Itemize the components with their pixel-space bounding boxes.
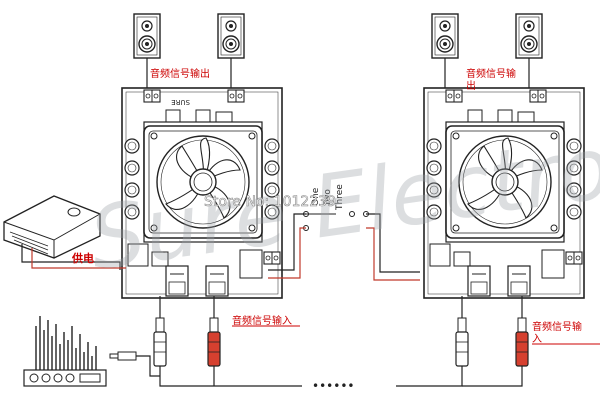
channel-three-label: Three [335, 184, 345, 211]
store-watermark: Store No: 1012239 [204, 194, 336, 210]
left-speaker-1 [133, 13, 161, 59]
left-speaker-2 [217, 13, 245, 59]
audio-output-label-right: 音频信号输 [466, 67, 516, 80]
right-speaker-1 [431, 13, 459, 59]
player-controls-icon [29, 373, 101, 383]
audio-source-device [23, 316, 160, 387]
rca-plug-white-left [153, 317, 167, 367]
equalizer-bars-icon [35, 316, 97, 370]
brand-label-left: SURE [171, 98, 190, 106]
rca-plug-white-right [455, 317, 469, 367]
channel-two-label: Two [323, 189, 333, 207]
audio-input-label-right: 音频信号输 [532, 320, 582, 333]
right-speaker-2 [515, 13, 543, 59]
audio-jack-icon [109, 351, 160, 377]
audio-output-label-right-tail: 出 [466, 79, 476, 92]
rca-plug-red-right [515, 317, 529, 367]
right-amplifier-set: 音频信号输 出 音频信号输 入 [424, 13, 600, 367]
continuation-dots: •••••• [312, 379, 354, 393]
power-supply-label: 供电 [71, 251, 94, 265]
left-amplifier-set: SURE 音频信号输出 音频信号输入 [122, 13, 300, 367]
power-supply: 供电 [3, 195, 126, 270]
audio-output-label-left: 音频信号输出 [150, 67, 210, 80]
audio-input-label-right-tail: 入 [532, 334, 542, 345]
audio-input-label-left: 音频信号输入 [232, 314, 292, 327]
rca-plug-red-left [207, 317, 221, 367]
channel-selector: One Two Three [268, 184, 420, 281]
channel-one-label: One [311, 187, 321, 206]
